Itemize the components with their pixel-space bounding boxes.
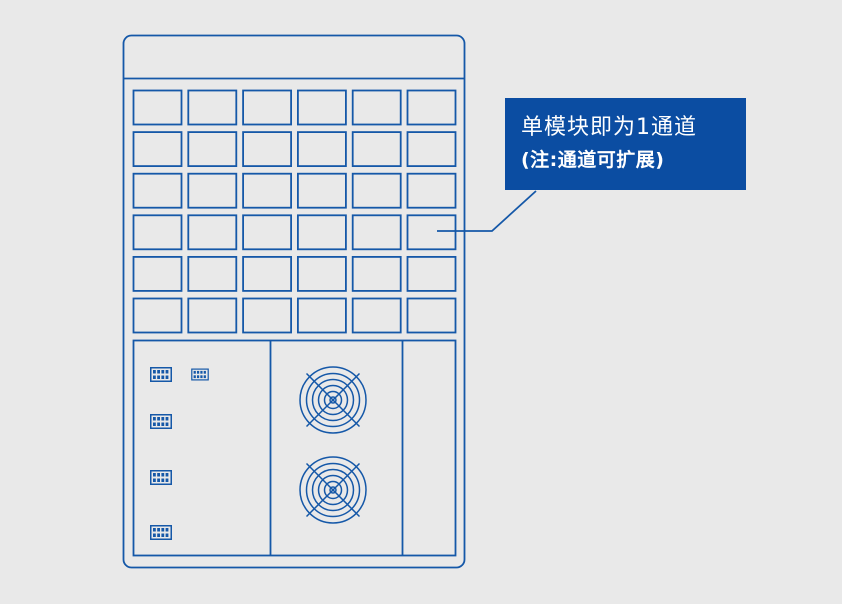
module-cell (132, 131, 183, 168)
callout-leader-line (437, 190, 537, 232)
module-cell (296, 172, 347, 209)
callout-text-line1: 单模块即为1通道 (521, 115, 697, 140)
terminal-connector-icon (150, 525, 172, 540)
module-cell (132, 89, 183, 126)
module-cell (296, 255, 347, 292)
module-cell (187, 89, 238, 126)
terminal-connector-icon (191, 368, 209, 381)
module-cell (351, 172, 402, 209)
module-cell (242, 89, 293, 126)
module-cell (406, 172, 457, 209)
cabinet-outline (122, 34, 466, 569)
module-cell (187, 172, 238, 209)
module-cell (187, 214, 238, 251)
module-cell (351, 89, 402, 126)
module-cell (296, 89, 347, 126)
bottom-panel-outline (132, 339, 457, 557)
module-cell (351, 297, 402, 334)
module-cell (242, 214, 293, 251)
module-cell (242, 255, 293, 292)
module-cell (242, 172, 293, 209)
module-cell (406, 214, 457, 251)
fan-icon (299, 366, 367, 434)
module-cell (296, 297, 347, 334)
module-cell (242, 297, 293, 334)
module-cell (187, 255, 238, 292)
module-cell (351, 255, 402, 292)
module-cell (351, 214, 402, 251)
module-grid (132, 89, 457, 334)
module-cell (132, 297, 183, 334)
module-cell (406, 255, 457, 292)
module-cell (187, 297, 238, 334)
module-cell (296, 131, 347, 168)
module-cell (351, 131, 402, 168)
module-cell (132, 172, 183, 209)
module-cell (187, 131, 238, 168)
callout-text-line2: (注:通道可扩展) (521, 149, 665, 171)
module-cell (242, 131, 293, 168)
callout-box: 单模块即为1通道 (注:通道可扩展) (505, 98, 746, 190)
module-cell (296, 214, 347, 251)
terminal-connector-icon (150, 367, 172, 382)
module-cell (406, 131, 457, 168)
bottom-panel (132, 339, 457, 557)
module-cell (132, 255, 183, 292)
terminal-connector-icon (150, 414, 172, 429)
fan-icon (299, 456, 367, 524)
module-cell (132, 214, 183, 251)
terminal-connector-icon (150, 470, 172, 485)
module-cell (406, 89, 457, 126)
module-cell (406, 297, 457, 334)
